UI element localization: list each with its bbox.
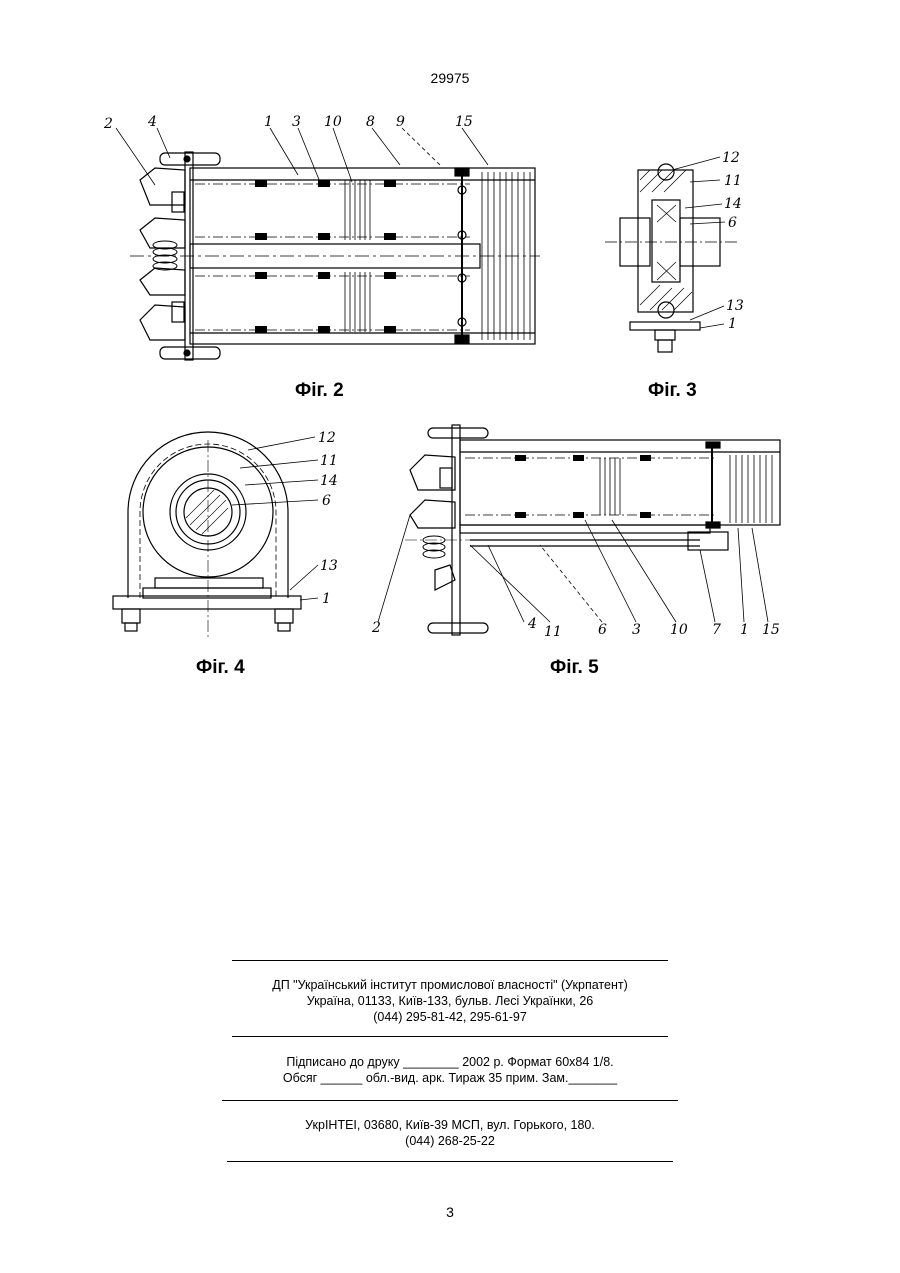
- fig2-label-4: 4: [147, 114, 157, 130]
- divider: [227, 1161, 673, 1162]
- divider: [232, 960, 668, 961]
- fig3-label-1: 1: [728, 316, 737, 332]
- fig3-label-6: 6: [728, 215, 737, 231]
- figure-5-caption: Фіг. 5: [550, 657, 599, 679]
- fig5-label-11: 11: [544, 624, 562, 640]
- publisher-name: ДП "Український інститут промислової вла…: [0, 977, 900, 993]
- fig2-label-2: 2: [103, 116, 113, 132]
- figure-2-drawing: 2 4 1 3 10 8 9 15: [103, 114, 540, 360]
- divider: [222, 1100, 678, 1101]
- figure-3-drawing: 12 11 14 6 13 1: [605, 150, 744, 352]
- fig5-label-15: 15: [762, 622, 780, 638]
- figure-2-caption: Фіг. 2: [295, 380, 344, 402]
- figure-4-drawing: 12 11 14 6 13 1: [113, 430, 338, 640]
- fig4-label-1: 1: [322, 591, 331, 607]
- fig5-label-3: 3: [632, 622, 641, 638]
- publisher-info: ДП "Український інститут промислової вла…: [0, 977, 900, 1025]
- page-number: 3: [0, 1204, 900, 1220]
- publisher-phone: (044) 295-81-42, 295-61-97: [0, 1009, 900, 1025]
- publisher-address: Україна, 01133, Київ-133, бульв. Лесі Ук…: [0, 993, 900, 1009]
- figure-5-drawing: 2 4 11 6 3 10 7 1 15: [371, 425, 780, 640]
- fig5-label-4: 4: [527, 616, 537, 632]
- fig2-label-1: 1: [264, 114, 273, 130]
- fig4-label-6: 6: [322, 493, 331, 509]
- fig2-label-9: 9: [396, 114, 405, 130]
- fig5-label-10: 10: [670, 622, 688, 638]
- printer-address: УкрІНТЕІ, 03680, Київ-39 МСП, вул. Горьк…: [0, 1117, 900, 1133]
- fig2-label-15: 15: [455, 114, 473, 130]
- fig3-label-12: 12: [722, 150, 740, 166]
- print-info: Підписано до друку ________ 2002 р. Форм…: [0, 1054, 900, 1086]
- printer-phone: (044) 268-25-22: [0, 1133, 900, 1149]
- fig2-label-8: 8: [366, 114, 375, 130]
- fig4-label-14: 14: [320, 473, 338, 489]
- fig5-label-2: 2: [371, 620, 381, 636]
- technical-drawings: 2 4 1 3 10 8 9 15: [0, 0, 900, 700]
- fig4-label-13: 13: [320, 558, 338, 574]
- fig5-label-1: 1: [740, 622, 749, 638]
- fig5-label-6: 6: [598, 622, 607, 638]
- fig2-label-10: 10: [324, 114, 342, 130]
- fig2-label-3: 3: [292, 114, 301, 130]
- print-signed-line: Підписано до друку ________ 2002 р. Форм…: [0, 1054, 900, 1070]
- fig3-label-11: 11: [724, 173, 742, 189]
- print-volume-line: Обсяг ______ обл.-вид. арк. Тираж 35 при…: [0, 1070, 900, 1086]
- figure-3-caption: Фіг. 3: [648, 380, 697, 402]
- fig5-label-7: 7: [712, 622, 721, 638]
- fig4-label-11: 11: [320, 453, 338, 469]
- printer-info: УкрІНТЕІ, 03680, Київ-39 МСП, вул. Горьк…: [0, 1117, 900, 1149]
- divider: [232, 1036, 668, 1037]
- fig3-label-13: 13: [726, 298, 744, 314]
- fig3-label-14: 14: [724, 196, 742, 212]
- fig4-label-12: 12: [318, 430, 336, 446]
- figure-4-caption: Фіг. 4: [196, 657, 245, 679]
